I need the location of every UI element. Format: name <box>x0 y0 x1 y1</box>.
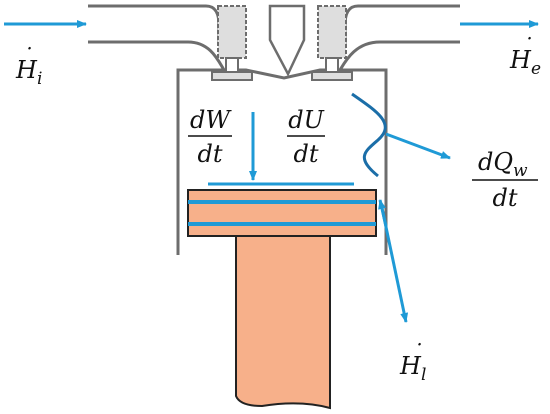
spark-plug <box>268 4 306 77</box>
inlet-enthalpy-label: Hi ˙ <box>15 45 42 89</box>
work-rate-denominator: dt <box>197 140 222 168</box>
svg-text:dQw: dQw <box>478 148 528 181</box>
heat-rate-denominator: dt <box>492 184 517 212</box>
exit-enthalpy-symbol: H <box>509 46 532 74</box>
work-rate-fraction: dW dt <box>188 106 232 168</box>
intake-valve <box>211 5 253 81</box>
energy-rate-fraction: dU dt <box>287 106 325 168</box>
svg-text:Hl: Hl <box>399 352 426 385</box>
heat-flow-arrow <box>385 132 451 160</box>
heat-transfer-curve <box>351 92 387 178</box>
exit-enthalpy-label: He ˙ <box>509 35 541 79</box>
exit-enthalpy-subscript: e <box>531 59 541 79</box>
leak-enthalpy-subscript: l <box>421 365 426 385</box>
leakage-arrow-up <box>378 199 388 227</box>
leak-enthalpy-label: Hl ˙ <box>399 341 426 385</box>
exit-enthalpy-dot: ˙ <box>522 35 533 60</box>
leak-enthalpy-symbol: H <box>399 352 422 380</box>
cylinder-wall <box>176 68 388 255</box>
leak-enthalpy-dot: ˙ <box>412 341 423 366</box>
connecting-rod <box>235 233 331 410</box>
intake-port <box>88 4 226 71</box>
exhaust-port <box>338 4 460 71</box>
exhaust-valve <box>311 5 353 81</box>
svg-text:Hi: Hi <box>15 56 42 89</box>
work-rate-numerator: dW <box>190 106 232 134</box>
leakage-arrow <box>380 207 409 323</box>
piston <box>187 189 377 237</box>
svg-text:He: He <box>509 46 541 79</box>
heat-rate-fraction: dQw dt <box>472 148 538 212</box>
energy-rate-numerator: dU <box>288 106 324 134</box>
inlet-enthalpy-dot: ˙ <box>22 45 33 70</box>
inlet-enthalpy-subscript: i <box>37 69 42 89</box>
heat-rate-numerator: dQ <box>478 148 513 176</box>
energy-rate-denominator: dt <box>293 140 318 168</box>
inlet-enthalpy-symbol: H <box>15 56 38 84</box>
heat-rate-numerator-subscript: w <box>513 161 528 181</box>
